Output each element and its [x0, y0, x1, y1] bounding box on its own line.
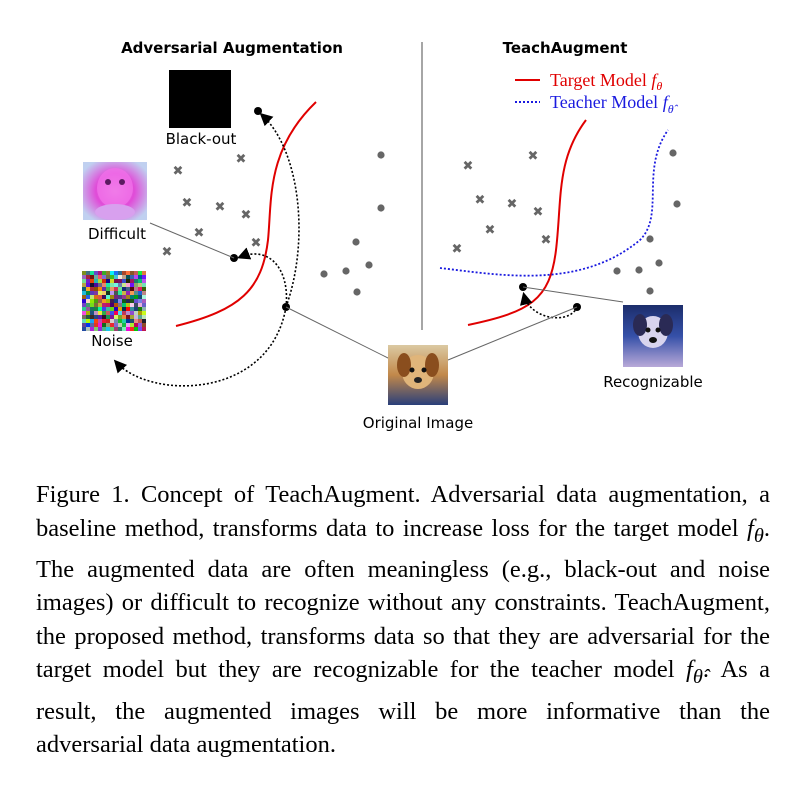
cross-marker: ✖ [241, 208, 252, 223]
caption-teacher-symbol: f [686, 656, 693, 684]
cross-marker: ✖ [215, 200, 226, 215]
dot-marker [365, 261, 373, 269]
left-target-boundary [175, 101, 317, 327]
arrow-to-recognizable [520, 291, 578, 319]
cross-marker: ✖ [528, 149, 539, 164]
noise-label: Noise [91, 332, 133, 350]
cross-marker: ✖ [541, 233, 552, 248]
recognizable-label: Recognizable [603, 373, 703, 391]
arrow-to-difficult [237, 247, 288, 308]
dot-marker [377, 204, 385, 212]
line-original-to-right [447, 306, 578, 361]
right-dots [613, 149, 681, 295]
cross-marker: ✖ [533, 205, 544, 220]
dot-marker [377, 151, 385, 159]
dot-marker [646, 235, 654, 243]
dot-marker [353, 288, 361, 296]
original-thumbnail [388, 345, 448, 405]
dot-marker [655, 259, 663, 267]
right-teacher-boundary [439, 129, 669, 277]
cross-marker: ✖ [463, 159, 474, 174]
cross-marker: ✖ [452, 242, 463, 257]
cross-marker: ✖ [475, 193, 486, 208]
right-crosses: ✖ ✖ ✖ ✖ ✖ ✖ ✖ ✖ [452, 149, 552, 257]
dot-marker [673, 200, 681, 208]
dot-marker [352, 238, 360, 246]
arrow-to-blackout [259, 112, 300, 308]
legend-target-label: Target Model fθ [550, 70, 662, 93]
cross-marker: ✖ [251, 236, 262, 251]
figure-caption: Figure 1. Concept of TeachAugment. Adver… [36, 478, 770, 762]
caption-target-symbol: f [747, 514, 754, 542]
caption-teacher-subscript: θ̂ [692, 666, 703, 689]
left-panel-title: Adversarial Augmentation [121, 39, 343, 57]
difficult-label: Difficult [88, 225, 146, 243]
dot-marker [646, 287, 654, 295]
cross-marker: ✖ [173, 164, 184, 179]
legend: Target Model fθ Teacher Model fθ̂ [515, 70, 679, 116]
concept-figure: Adversarial Augmentation TeachAugment Ta… [82, 39, 703, 432]
dot-marker [320, 270, 328, 278]
caption-suffix: . As a result, the augmented images will… [36, 656, 770, 759]
left-blackout-dot [254, 107, 262, 115]
dot-marker [669, 149, 677, 157]
arrow-to-noise [113, 306, 287, 387]
recognizable-thumbnail [623, 305, 683, 367]
dot-marker [635, 266, 643, 274]
dot-marker [613, 267, 621, 275]
caption-target-subscript: θ [753, 524, 764, 547]
cross-marker: ✖ [194, 226, 205, 241]
difficult-thumbnail [83, 162, 147, 220]
cross-marker: ✖ [236, 152, 247, 167]
left-crosses: ✖ ✖ ✖ ✖ ✖ ✖ ✖ ✖ [162, 152, 262, 260]
cross-marker: ✖ [507, 197, 518, 212]
blackout-label: Black-out [166, 130, 237, 148]
line-recognizable-connector [522, 286, 624, 303]
dot-marker [342, 267, 350, 275]
right-panel-title: TeachAugment [503, 39, 628, 57]
right-target-boundary [467, 119, 587, 326]
line-original-to-left [285, 306, 393, 361]
cross-marker: ✖ [485, 223, 496, 238]
original-label: Original Image [363, 414, 473, 432]
cross-marker: ✖ [182, 196, 193, 211]
caption-middle: . The augmented data are often meaningle… [36, 514, 770, 684]
center-dots [320, 151, 385, 296]
legend-teacher-label: Teacher Model fθ̂ [550, 92, 679, 116]
caption-prefix: Figure 1. Concept of TeachAugment. Adver… [36, 481, 770, 542]
noise-thumbnail [82, 271, 146, 331]
blackout-thumbnail [169, 70, 231, 128]
line-difficult-connector [149, 222, 235, 259]
cross-marker: ✖ [162, 245, 173, 260]
